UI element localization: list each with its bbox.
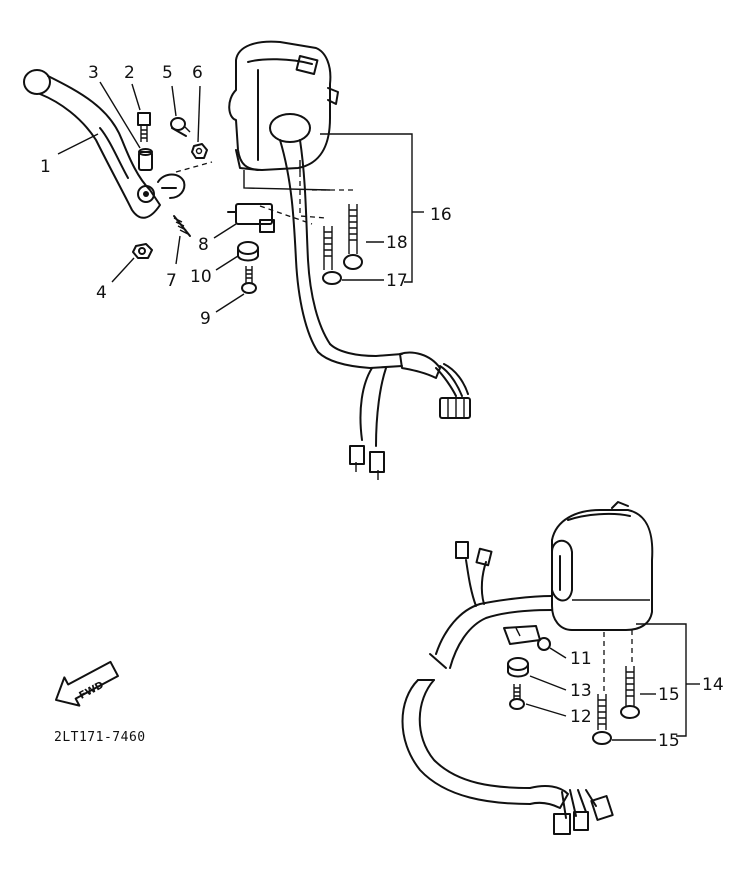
upper-leaders — [243, 133, 413, 283]
part10-grommet — [237, 241, 259, 262]
label-part-14: 14 — [702, 675, 724, 695]
part9-screw — [241, 266, 257, 294]
part2-bolt — [137, 112, 151, 142]
lower-wiring-harness — [401, 541, 614, 835]
drawing-code: 2LT171-7460 — [54, 730, 146, 745]
fwd-arrow-icon — [54, 660, 120, 707]
label-part-11: 11 — [570, 649, 592, 669]
clutch-lever — [23, 69, 161, 219]
part4-nut — [132, 243, 153, 259]
upper-wiring-harness — [279, 139, 471, 480]
label-part-4: 4 — [96, 283, 107, 303]
label-part-6: 6 — [192, 63, 203, 83]
part18-screw — [343, 204, 384, 270]
part6-nut — [191, 143, 208, 159]
upper-switch-housing — [228, 40, 339, 172]
lower-switch-housing — [551, 501, 654, 631]
label-part-7: 7 — [166, 271, 177, 291]
lower-assembly: 11 13 12 15 15 14 — [401, 501, 724, 835]
part17-screw — [322, 226, 384, 285]
label-part-10: 10 — [190, 267, 212, 287]
label-part-1: 1 — [40, 157, 51, 177]
fwd-label: FWD — [78, 680, 106, 702]
label-part-13: 13 — [570, 681, 592, 701]
label-part-17: 17 — [386, 271, 408, 291]
part15-screw-upper — [620, 666, 656, 719]
label-part-15-upper: 15 — [658, 685, 680, 705]
part15-screw-lower — [592, 694, 656, 745]
part8-switch — [227, 203, 313, 233]
part12-screw — [509, 684, 567, 717]
part11-switch — [503, 625, 567, 659]
upper-assembly: 1 2 3 4 5 6 7 8 10 9 16 18 17 — [23, 40, 471, 480]
label-part-2: 2 — [124, 63, 135, 83]
label-part-9: 9 — [200, 309, 211, 329]
part5-screw — [170, 117, 191, 137]
part7-spring — [173, 215, 191, 237]
label-part-8: 8 — [198, 235, 209, 255]
label-part-3: 3 — [88, 63, 99, 83]
label-part-15-lower: 15 — [658, 731, 680, 751]
lever-bracket — [157, 161, 213, 199]
lower-bracket — [603, 623, 700, 737]
label-part-5: 5 — [162, 63, 173, 83]
part13-grommet — [507, 657, 567, 691]
label-part-12: 12 — [570, 707, 592, 727]
label-part-18: 18 — [386, 233, 408, 253]
fwd-arrow: FWD — [54, 660, 120, 707]
label-part-16: 16 — [430, 205, 452, 225]
upper-callout-lines — [57, 81, 424, 313]
part3-collar — [138, 148, 153, 171]
